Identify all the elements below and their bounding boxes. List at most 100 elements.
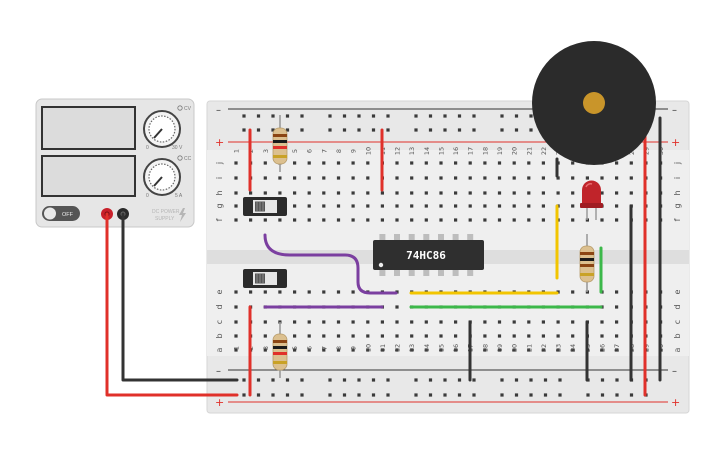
resistor-led[interactable] [579,234,595,292]
purple-wire-upper[interactable] [263,233,398,295]
breadboard-hole[interactable] [336,191,341,195]
breadboard-hole[interactable] [234,305,238,309]
breadboard-hole[interactable] [395,161,399,165]
breadboard-hole[interactable] [234,348,238,352]
rail-hole[interactable] [500,128,504,132]
breadboard-hole[interactable] [512,218,516,222]
breadboard-hole[interactable] [410,161,414,165]
breadboard-hole[interactable] [424,191,428,195]
breadboard-hole[interactable] [424,218,428,222]
rail-hole[interactable] [428,114,433,118]
breadboard-hole[interactable] [351,320,355,324]
rail-hole[interactable] [500,378,504,382]
breadboard-hole[interactable] [483,161,487,165]
breadboard-hole[interactable] [278,176,282,180]
breadboard-hole[interactable] [263,348,267,352]
breadboard-hole[interactable] [322,290,326,294]
rail-hole[interactable] [371,393,376,397]
breadboard-hole[interactable] [571,290,575,294]
led-red[interactable] [580,180,603,221]
breadboard-hole[interactable] [527,320,531,324]
breadboard-hole[interactable] [278,218,282,222]
breadboard-hole[interactable] [468,191,472,195]
breadboard-hole[interactable] [293,348,297,352]
rail-hole[interactable] [328,114,332,118]
breadboard-hole[interactable] [351,176,355,180]
rail-hole[interactable] [428,128,433,132]
rail-hole[interactable] [285,393,290,397]
breadboard-hole[interactable] [234,218,238,222]
rail-hole[interactable] [242,378,246,382]
breadboard-hole[interactable] [527,348,531,352]
breadboard-hole[interactable] [366,320,370,324]
rail-hole[interactable] [256,378,261,382]
breadboard-hole[interactable] [512,204,516,208]
breadboard-hole[interactable] [234,204,238,208]
breadboard-hole[interactable] [336,334,341,338]
breadboard-hole[interactable] [366,204,370,208]
rail-hole[interactable] [558,378,562,382]
breadboard-hole[interactable] [483,191,487,195]
rail-hole[interactable] [457,128,462,132]
rail-hole[interactable] [472,114,476,118]
rail-hole[interactable] [342,114,347,118]
rail-hole[interactable] [271,378,275,382]
breadboard-hole[interactable] [263,218,267,222]
rail-hole[interactable] [300,378,304,382]
breadboard-hole[interactable] [395,204,399,208]
breadboard-hole[interactable] [541,176,545,180]
breadboard-hole[interactable] [395,305,399,309]
breadboard-hole[interactable] [293,334,297,338]
breadboard-hole[interactable] [336,290,341,294]
breadboard-hole[interactable] [410,218,414,222]
breadboard-hole[interactable] [600,176,604,180]
breadboard-hole[interactable] [615,161,619,165]
breadboard-hole[interactable] [615,218,619,222]
breadboard-hole[interactable] [263,161,267,165]
breadboard-hole[interactable] [615,176,619,180]
breadboard-hole[interactable] [351,204,355,208]
rail-hole[interactable] [472,393,476,397]
rail-hole[interactable] [428,393,433,397]
breadboard-hole[interactable] [366,334,370,338]
breadboard-hole[interactable] [293,290,297,294]
rail-hole[interactable] [342,378,347,382]
breadboard-hole[interactable] [571,161,575,165]
rail-hole[interactable] [328,128,332,132]
breadboard-hole[interactable] [263,176,267,180]
breadboard-hole[interactable] [322,320,326,324]
breadboard-hole[interactable] [366,218,370,222]
breadboard-hole[interactable] [454,161,458,165]
breadboard-hole[interactable] [366,176,370,180]
breadboard-hole[interactable] [307,290,311,294]
breadboard-hole[interactable] [380,320,384,324]
breadboard-hole[interactable] [541,218,545,222]
breadboard-hole[interactable] [483,204,487,208]
breadboard-hole[interactable] [468,176,472,180]
breadboard-hole[interactable] [293,320,297,324]
breadboard-hole[interactable] [249,191,253,195]
breadboard-hole[interactable] [351,348,355,352]
rail-hole[interactable] [529,114,533,118]
breadboard-hole[interactable] [629,191,633,195]
breadboard-hole[interactable] [395,334,399,338]
breadboard-hole[interactable] [424,161,428,165]
breadboard-hole[interactable] [307,176,311,180]
breadboard-hole[interactable] [527,176,531,180]
breadboard-hole[interactable] [336,176,341,180]
rail-hole[interactable] [457,393,462,397]
breadboard-hole[interactable] [263,320,267,324]
breadboard-hole[interactable] [336,161,341,165]
breadboard-hole[interactable] [322,161,326,165]
rail-hole[interactable] [514,114,519,118]
breadboard-hole[interactable] [293,218,297,222]
rail-hole[interactable] [414,114,418,118]
breadboard-hole[interactable] [556,334,560,338]
rail-hole[interactable] [428,378,433,382]
rail-hole[interactable] [457,114,462,118]
breadboard-hole[interactable] [468,204,472,208]
rail-hole[interactable] [414,393,418,397]
breadboard-hole[interactable] [410,191,414,195]
breadboard-hole[interactable] [234,161,238,165]
